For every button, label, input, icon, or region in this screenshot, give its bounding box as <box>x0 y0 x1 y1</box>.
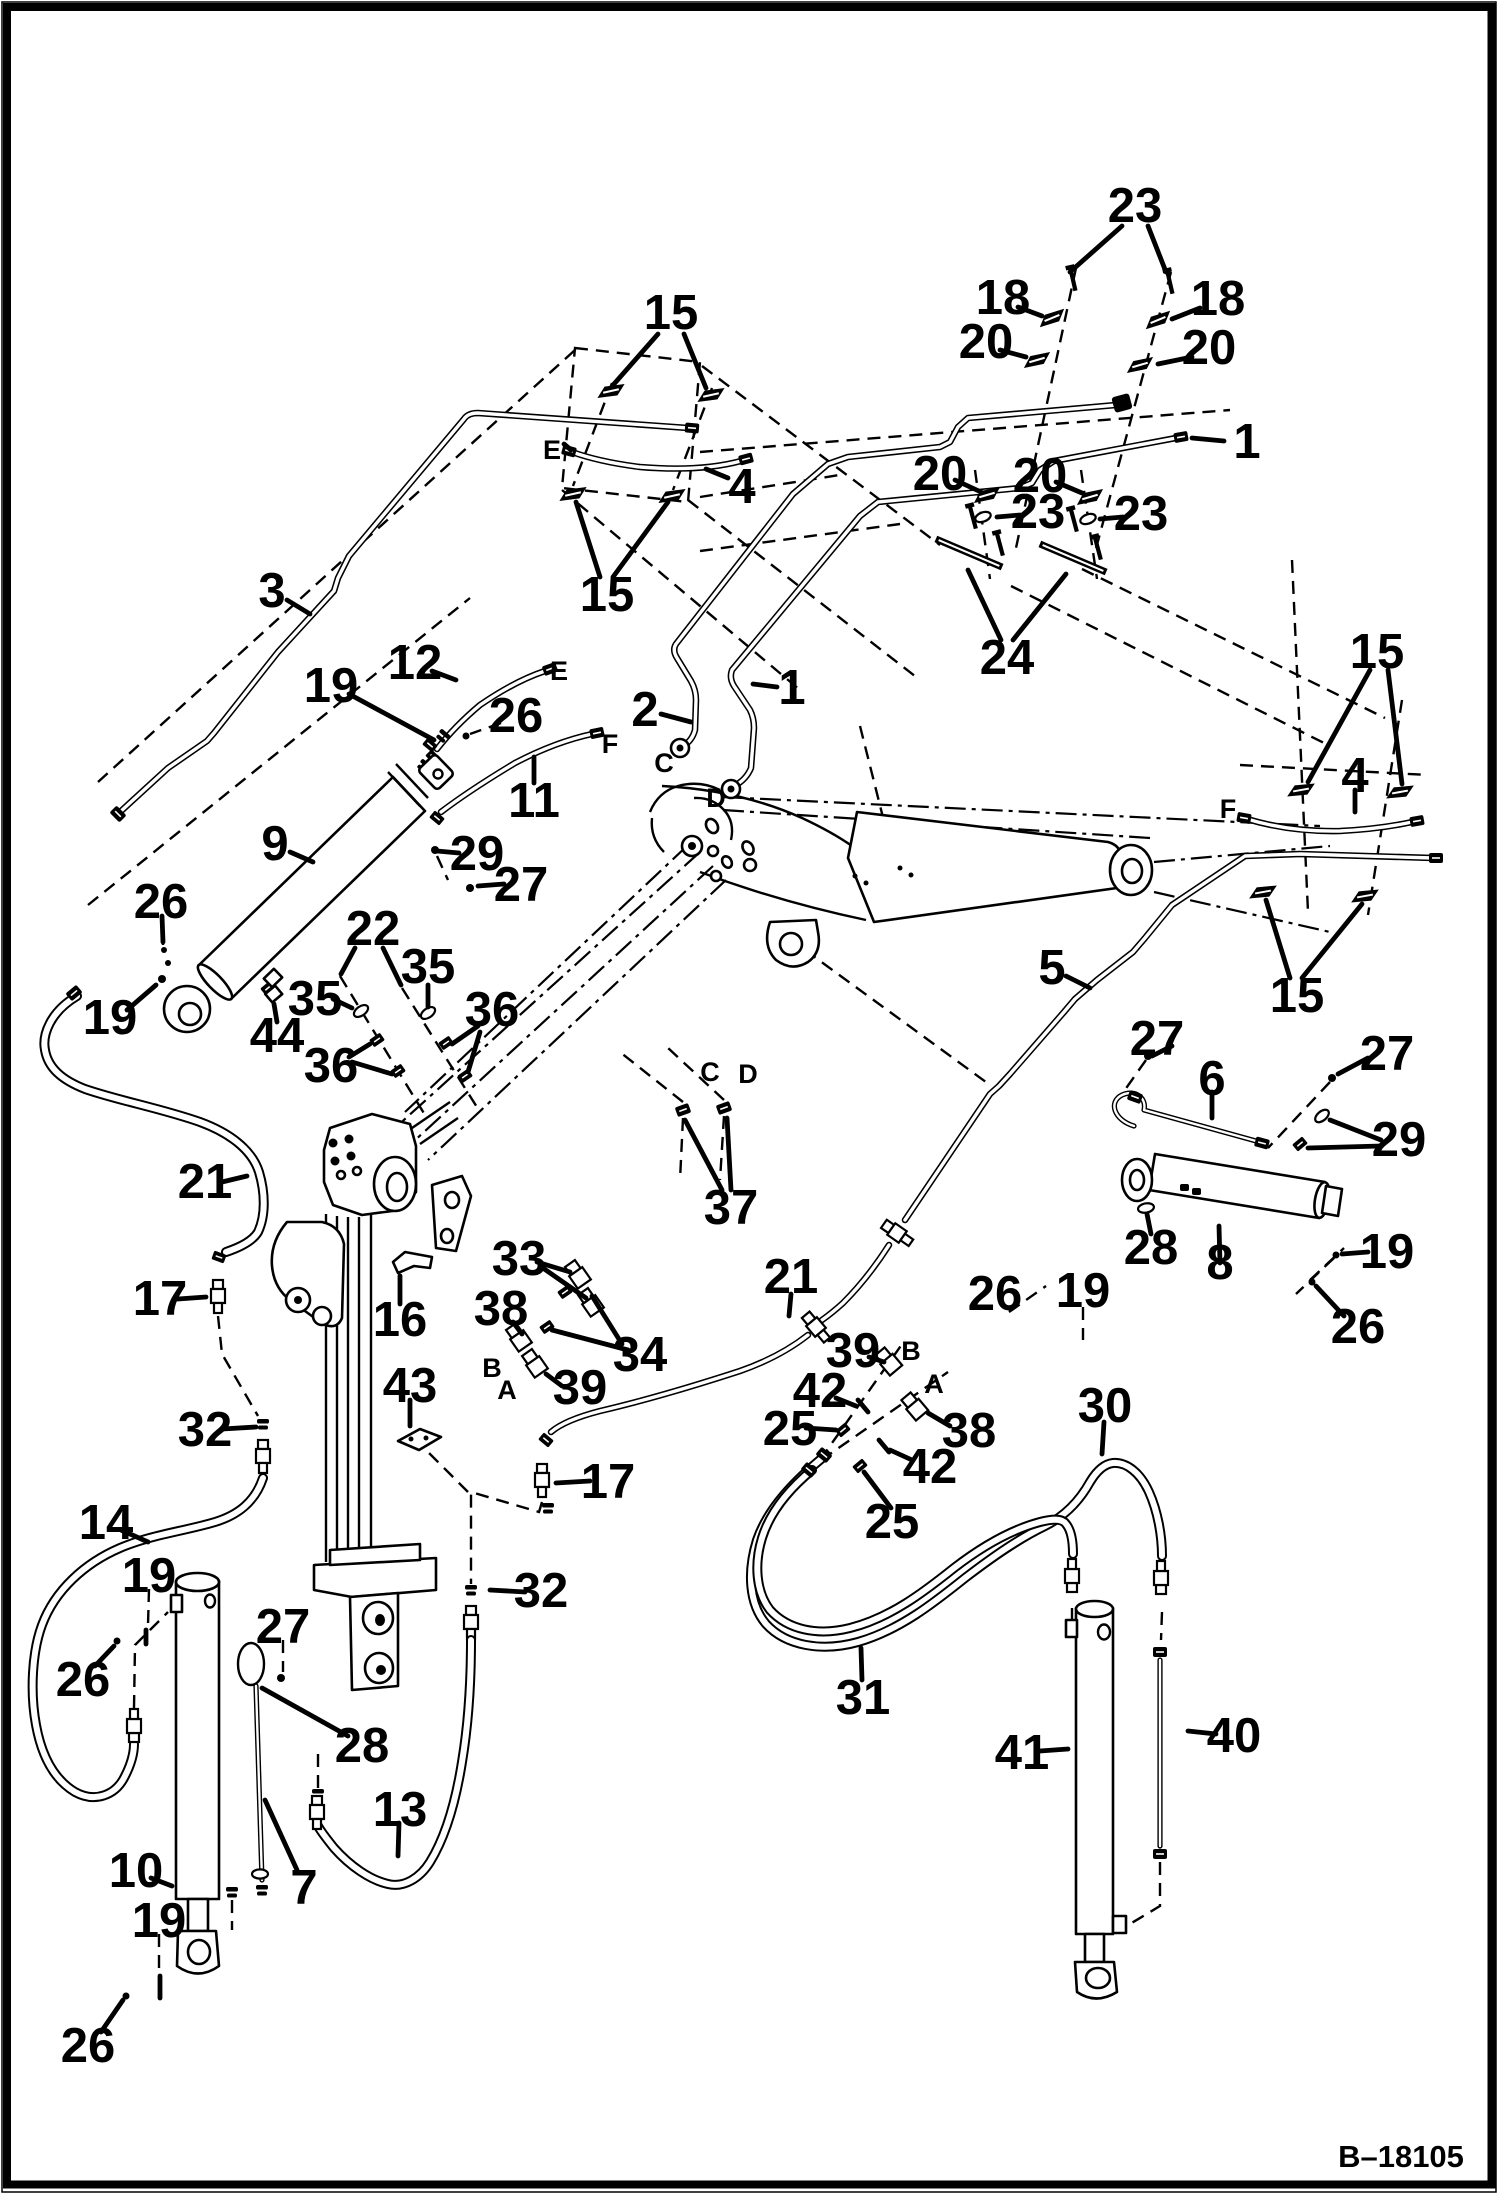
svg-text:19: 19 <box>1360 1225 1415 1279</box>
svg-text:9: 9 <box>261 817 288 871</box>
svg-text:19: 19 <box>83 991 138 1045</box>
svg-text:38: 38 <box>942 1404 997 1458</box>
svg-text:30: 30 <box>1078 1379 1133 1433</box>
svg-text:41: 41 <box>995 1726 1050 1780</box>
svg-text:1: 1 <box>1233 415 1260 469</box>
svg-text:5: 5 <box>1038 941 1065 995</box>
svg-text:20: 20 <box>1013 449 1068 503</box>
svg-text:C: C <box>654 748 674 778</box>
svg-text:19: 19 <box>122 1549 177 1603</box>
svg-text:21: 21 <box>764 1250 819 1304</box>
svg-text:1: 1 <box>778 661 805 715</box>
svg-text:18: 18 <box>976 271 1031 325</box>
svg-text:19: 19 <box>304 659 359 713</box>
svg-text:E: E <box>550 656 568 686</box>
svg-text:32: 32 <box>178 1403 233 1457</box>
svg-text:13: 13 <box>373 1783 428 1837</box>
svg-text:15: 15 <box>1350 625 1405 679</box>
svg-text:28: 28 <box>1124 1221 1179 1275</box>
svg-text:D: D <box>706 783 726 813</box>
svg-text:16: 16 <box>373 1293 428 1347</box>
svg-text:10: 10 <box>109 1844 164 1898</box>
svg-text:36: 36 <box>465 983 520 1037</box>
svg-text:23: 23 <box>1114 487 1169 541</box>
svg-text:4: 4 <box>1341 749 1368 803</box>
svg-text:26: 26 <box>56 1653 111 1707</box>
svg-text:23: 23 <box>1011 485 1066 539</box>
svg-text:33: 33 <box>492 1232 547 1286</box>
svg-text:20: 20 <box>913 447 968 501</box>
svg-text:17: 17 <box>581 1455 636 1509</box>
svg-text:31: 31 <box>836 1671 891 1725</box>
svg-text:C: C <box>700 1057 720 1087</box>
svg-text:24: 24 <box>980 631 1035 685</box>
svg-text:26: 26 <box>1331 1300 1386 1354</box>
svg-text:39: 39 <box>553 1361 608 1415</box>
svg-text:21: 21 <box>178 1155 233 1209</box>
svg-text:32: 32 <box>514 1564 569 1618</box>
svg-text:A: A <box>497 1375 517 1405</box>
svg-text:26: 26 <box>134 875 189 929</box>
svg-text:14: 14 <box>79 1496 134 1550</box>
svg-text:11: 11 <box>508 774 560 828</box>
svg-text:18: 18 <box>1191 272 1246 326</box>
svg-text:43: 43 <box>383 1359 438 1413</box>
svg-text:20: 20 <box>1182 321 1237 375</box>
svg-text:29: 29 <box>1372 1113 1427 1167</box>
svg-text:27: 27 <box>1130 1012 1185 1066</box>
svg-text:B: B <box>482 1353 502 1383</box>
svg-text:6: 6 <box>1198 1052 1225 1106</box>
svg-text:27: 27 <box>494 858 549 912</box>
svg-text:26: 26 <box>61 2019 116 2073</box>
svg-text:36: 36 <box>304 1039 359 1093</box>
svg-text:F: F <box>1220 794 1237 824</box>
svg-text:20: 20 <box>959 315 1014 369</box>
svg-text:15: 15 <box>580 568 635 622</box>
svg-text:42: 42 <box>793 1364 848 1418</box>
svg-text:25: 25 <box>763 1402 818 1456</box>
svg-text:44: 44 <box>250 1009 305 1063</box>
svg-text:42: 42 <box>903 1440 958 1494</box>
svg-text:12: 12 <box>388 636 443 690</box>
svg-text:35: 35 <box>288 972 343 1026</box>
svg-text:E: E <box>543 435 561 465</box>
svg-text:A: A <box>924 1369 944 1399</box>
svg-text:26: 26 <box>489 689 544 743</box>
svg-text:40: 40 <box>1207 1709 1262 1763</box>
svg-text:38: 38 <box>474 1282 529 1336</box>
svg-text:D: D <box>738 1059 758 1089</box>
svg-text:25: 25 <box>865 1495 920 1549</box>
svg-text:19: 19 <box>1056 1264 1111 1318</box>
svg-text:29: 29 <box>450 827 505 881</box>
svg-text:23: 23 <box>1108 179 1163 233</box>
svg-text:26: 26 <box>968 1267 1023 1321</box>
svg-text:B: B <box>901 1336 921 1366</box>
svg-text:35: 35 <box>401 940 456 994</box>
svg-text:7: 7 <box>290 1861 317 1915</box>
svg-text:39: 39 <box>826 1324 881 1378</box>
svg-text:22: 22 <box>346 902 401 956</box>
svg-text:3: 3 <box>258 564 285 618</box>
svg-text:34: 34 <box>613 1328 668 1382</box>
svg-text:17: 17 <box>133 1272 188 1326</box>
svg-text:F: F <box>602 729 619 759</box>
svg-text:8: 8 <box>1206 1236 1233 1290</box>
svg-text:19: 19 <box>132 1894 187 1948</box>
svg-text:B–18105: B–18105 <box>1338 2139 1464 2174</box>
svg-text:2: 2 <box>631 683 658 737</box>
svg-text:28: 28 <box>335 1719 390 1773</box>
svg-text:27: 27 <box>256 1600 311 1654</box>
svg-text:15: 15 <box>1270 969 1325 1023</box>
svg-text:37: 37 <box>704 1181 759 1235</box>
svg-text:27: 27 <box>1360 1027 1415 1081</box>
svg-text:4: 4 <box>728 460 755 514</box>
svg-text:15: 15 <box>644 286 699 340</box>
